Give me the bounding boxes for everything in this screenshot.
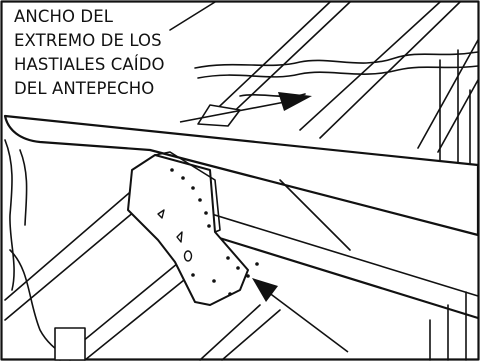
arrowhead-upper — [278, 92, 312, 111]
callout-line-2: EXTREMO DE LOS — [14, 29, 165, 53]
callout-leader-lower — [252, 278, 349, 353]
callout-leader-upper — [179, 92, 312, 123]
fastener-dots — [170, 168, 259, 296]
upper-rafters — [169, 1, 479, 153]
callout-label: ANCHO DEL EXTREMO DE LOS HASTIALES CAÍDO… — [14, 5, 214, 101]
wavy-line-2 — [197, 65, 479, 79]
connector-bracket — [127, 151, 249, 306]
lower-beam — [198, 211, 480, 320]
main-beam — [3, 114, 480, 237]
callout-line-1: ANCHO DEL — [14, 5, 117, 29]
right-verticals — [429, 49, 471, 361]
callout-line-3: HASTIALES CAÍDO — [14, 53, 168, 77]
arrowhead-lower — [252, 278, 278, 302]
bracket-holes — [157, 209, 193, 262]
callout-line-4: DEL ANTEPECHO — [14, 77, 158, 101]
left-supports — [4, 139, 86, 361]
sill-piece — [197, 104, 241, 127]
wavy-line-1 — [194, 51, 479, 69]
